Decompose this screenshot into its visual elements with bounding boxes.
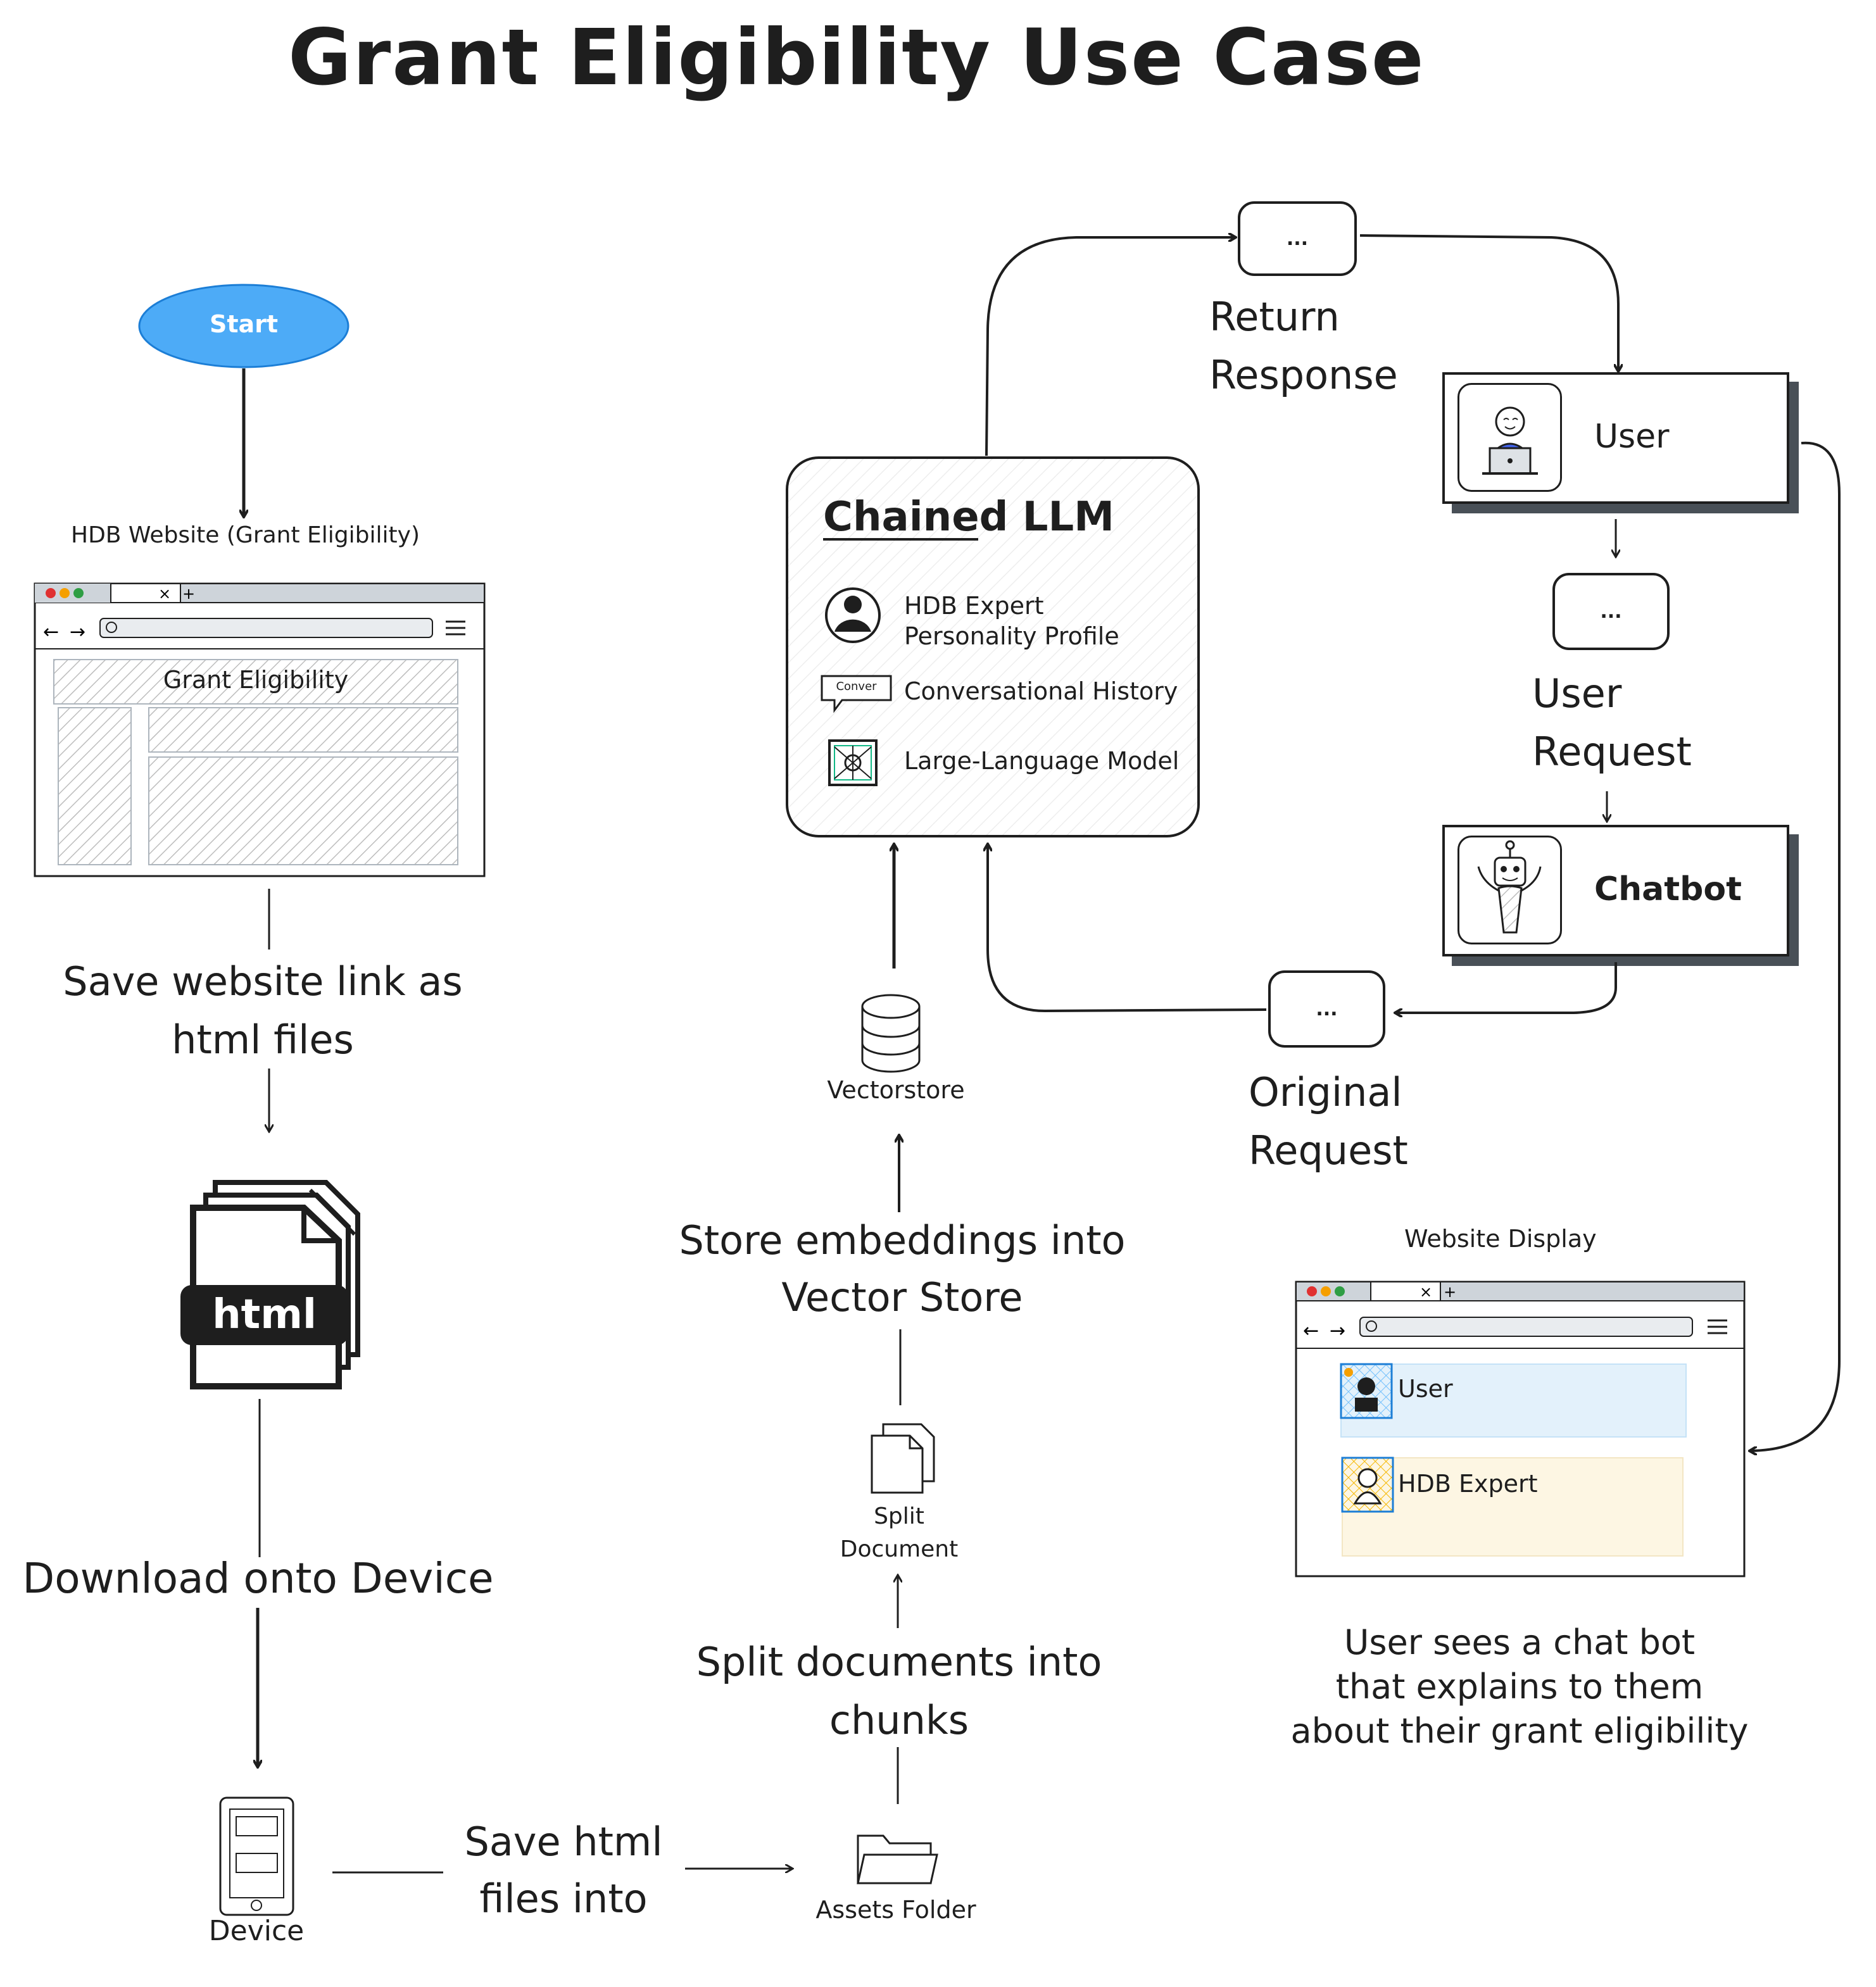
llm-item-profile-line2: Personality Profile [904, 622, 1119, 650]
arrow-user-to-display [1751, 441, 1841, 1451]
chat-user-row [1340, 1363, 1687, 1438]
start-label[interactable]: Start [209, 310, 279, 338]
chat-expert-avatar-icon [1341, 1457, 1394, 1513]
document-pages-icon [871, 1423, 935, 1494]
neural-network-icon [828, 739, 878, 786]
robot-icon [1477, 840, 1542, 934]
arrow-llm-to-return [985, 237, 1235, 456]
folder-icon [857, 1834, 938, 1884]
chatbot-avatar-frame [1457, 836, 1562, 944]
step-store-embeddings: Store embeddings into Vector Store [639, 1212, 1165, 1326]
chained-llm-box [786, 456, 1200, 837]
step-download: Download onto Device [22, 1554, 494, 1603]
outcome-line2: that explains to them [1335, 1667, 1704, 1707]
label-original-request: Original Request [1249, 1063, 1408, 1180]
label-return-response-line1: Return [1209, 294, 1340, 340]
hdb-website-browser: × + ← → [34, 582, 486, 877]
chat-expert-label: HDB Expert [1398, 1470, 1538, 1498]
llm-item-profile-line1: HDB Expert [904, 592, 1044, 620]
ellipsis-box-return: ... [1238, 201, 1357, 276]
split-document-line1: Split [874, 1503, 924, 1529]
html-files-icon [180, 1180, 360, 1389]
llm-item-profile: HDB Expert Personality Profile [904, 591, 1119, 651]
split-document-label: Split Document [823, 1500, 975, 1566]
ellipsis-box-request: ... [1552, 573, 1670, 650]
label-return-response-line2: Response [1209, 352, 1398, 398]
svg-text:×: × [1420, 1283, 1432, 1301]
label-user-request-line2: Request [1532, 729, 1692, 775]
start-node[interactable] [138, 284, 349, 368]
step-store-embeddings-line1: Store embeddings into [679, 1217, 1126, 1263]
svg-text:←: ← [1303, 1320, 1319, 1342]
outcome-line3: about their grant eligibility [1290, 1711, 1749, 1751]
label-original-request-line2: Request [1249, 1127, 1408, 1174]
step-store-embeddings-line2: Vector Store [781, 1274, 1023, 1320]
chatbot-card-label: Chatbot [1594, 870, 1742, 908]
database-cylinder-icon [861, 994, 921, 1073]
user-card: User [1442, 372, 1789, 504]
svg-text:→: → [70, 621, 85, 643]
arrow-chatbot-to-original [1396, 962, 1617, 1013]
device-label: Device [208, 1915, 305, 1947]
label-user-request: User Request [1532, 665, 1692, 781]
device-phone-icon [219, 1796, 294, 1916]
chatbot-card: Chatbot [1442, 825, 1789, 956]
step-save-links-line2: html files [172, 1017, 354, 1063]
outcome-text: User sees a chat bot that explains to th… [1241, 1620, 1798, 1753]
hdb-website-caption: HDB Website (Grant Eligibility) [71, 522, 420, 548]
svg-text:←: ← [43, 621, 59, 643]
ellipsis-box-original: ... [1268, 970, 1385, 1048]
chat-expert-row [1342, 1457, 1684, 1557]
website-display-caption: Website Display [1404, 1225, 1597, 1253]
chained-llm-title: Chained LLM [823, 494, 1114, 541]
user-avatar-frame [1457, 383, 1562, 492]
user-card-label: User [1594, 418, 1670, 456]
step-split-chunks-line2: chunks [829, 1697, 969, 1743]
html-badge-label: html [212, 1291, 317, 1338]
assets-folder-label: Assets Folder [815, 1896, 976, 1924]
svg-text:→: → [1330, 1320, 1345, 1342]
llm-item-model: Large-Language Model [904, 747, 1180, 775]
arrow-original-to-llm [988, 845, 1267, 1013]
arrow-return-to-user [1359, 234, 1618, 370]
label-return-response: Return Response [1209, 288, 1398, 404]
speech-bubble-text: Conver [836, 680, 877, 693]
label-original-request-line1: Original [1249, 1069, 1402, 1115]
speech-bubble-icon [821, 675, 892, 713]
page-title: Grant Eligibility Use Case [288, 13, 1425, 103]
step-split-chunks: Split documents into chunks [646, 1633, 1152, 1750]
person-avatar-icon [825, 587, 881, 643]
outcome-line1: User sees a chat bot [1344, 1622, 1696, 1662]
step-save-html-line2: files into [479, 1876, 648, 1922]
step-save-html-line1: Save html [464, 1819, 663, 1865]
user-laptop-icon [1482, 406, 1538, 475]
svg-text:×: × [158, 585, 171, 603]
svg-text:+: + [1444, 1283, 1456, 1301]
step-split-chunks-line1: Split documents into [696, 1639, 1102, 1685]
step-save-html: Save html files into [424, 1814, 703, 1927]
browser-page-heading: Grant Eligibility [163, 666, 349, 694]
chat-user-avatar-icon [1340, 1363, 1393, 1419]
step-save-links-line1: Save website link as [63, 958, 463, 1005]
label-user-request-line1: User [1532, 670, 1622, 717]
chat-user-label: User [1398, 1375, 1453, 1403]
llm-item-history: Conversational History [904, 677, 1178, 705]
step-save-links: Save website link as html files [0, 953, 526, 1069]
svg-text:+: + [182, 585, 195, 603]
split-document-line2: Document [840, 1536, 959, 1562]
vectorstore-label: Vectorstore [827, 1076, 965, 1104]
